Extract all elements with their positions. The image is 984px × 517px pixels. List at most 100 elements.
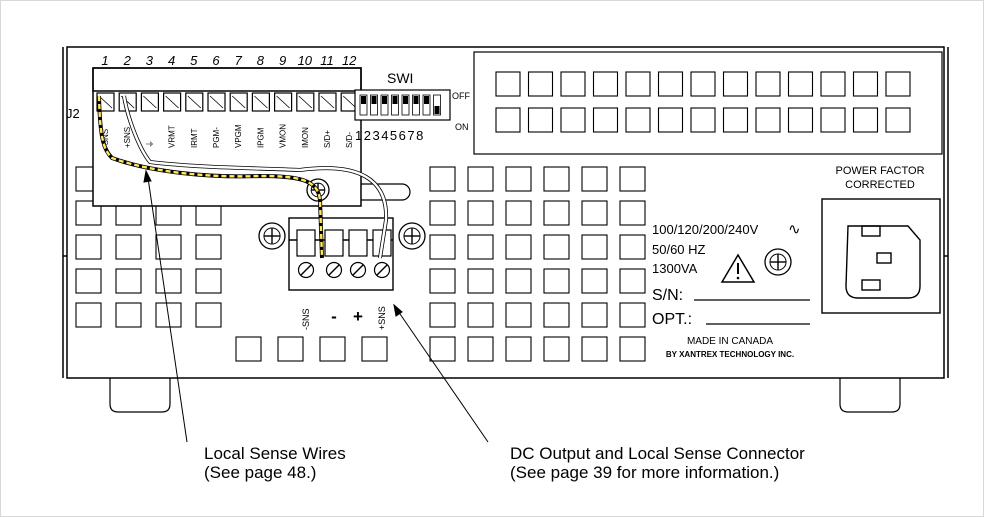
- j2-pin-screw: [98, 95, 113, 109]
- rating-frequency: 50/60 HZ: [652, 242, 706, 257]
- upper-vent-panel: [473, 51, 943, 155]
- j2-signal-label: VRMT: [168, 125, 177, 148]
- terminal-label: +: [353, 307, 363, 326]
- terminal-screw-slot: [328, 264, 340, 276]
- vent-hole: [852, 107, 879, 133]
- warning-triangle-icon: [720, 253, 756, 283]
- vent-hole: [195, 234, 222, 260]
- terminal-label: +SNS: [377, 306, 387, 330]
- terminal-screw-slot: [352, 264, 364, 276]
- vent-hole: [657, 71, 684, 97]
- j2-signal-label: S/D+: [323, 130, 332, 148]
- vent-hole: [722, 71, 749, 97]
- vent-hole: [115, 268, 142, 294]
- j2-pin-number: 3: [146, 53, 154, 68]
- dc-output-page-ref: (See page 39 for more information.): [510, 463, 780, 482]
- dip-lever[interactable]: [401, 94, 410, 116]
- vent-hole: [619, 336, 646, 362]
- vent-hole: [115, 302, 142, 328]
- dip-lever-knob: [361, 96, 366, 104]
- dip-lever[interactable]: [370, 94, 378, 116]
- upper-vent-grid: [495, 71, 911, 133]
- j2-signal-label: VMON: [279, 124, 288, 148]
- vent-hole: [581, 200, 608, 226]
- j2-signal-label: IMON: [301, 127, 310, 148]
- vent-hole: [560, 71, 586, 97]
- vent-hole: [319, 336, 346, 362]
- vent-hole: [505, 166, 532, 192]
- vent-hole: [690, 71, 716, 97]
- vent-hole: [820, 107, 846, 133]
- vent-hole: [467, 166, 494, 192]
- screw-head: [403, 227, 421, 245]
- vent-hole: [505, 200, 532, 226]
- vent-hole: [885, 107, 911, 133]
- vent-hole: [429, 268, 456, 294]
- dc-output-title: DC Output and Local Sense Connector: [510, 444, 805, 463]
- dip-switch[interactable]: [354, 89, 451, 121]
- vent-hole: [543, 234, 570, 260]
- dip-lever[interactable]: [412, 94, 420, 116]
- vent-hole: [581, 302, 608, 328]
- vent-hole: [467, 302, 494, 328]
- j2-pin-number: 7: [235, 53, 243, 68]
- vent-hole: [820, 71, 846, 97]
- vent-hole: [619, 200, 646, 226]
- switch-off-label: OFF: [452, 91, 470, 101]
- vent-hole: [429, 200, 456, 226]
- dip-lever[interactable]: [359, 94, 368, 116]
- vent-hole: [75, 234, 102, 260]
- vent-hole: [495, 107, 521, 133]
- vent-hole: [505, 268, 532, 294]
- vent-hole: [852, 71, 879, 97]
- dip-lever-knob: [371, 96, 377, 104]
- vent-hole: [619, 166, 646, 192]
- ac-power-inlet[interactable]: [821, 198, 941, 314]
- dip-lever-knob: [382, 96, 387, 104]
- j2-pin-screw: [209, 95, 224, 109]
- terminal-screw-slot: [300, 264, 312, 276]
- rating-power: 1300VA: [652, 261, 698, 276]
- vent-hole: [429, 166, 456, 192]
- j2-signal-label: S/D-: [345, 132, 354, 148]
- vent-hole: [505, 336, 532, 362]
- vent-hole: [690, 107, 716, 133]
- power-factor-line1: POWER FACTOR: [835, 165, 924, 177]
- vent-hole: [619, 268, 646, 294]
- j2-signal-label: +SNS: [123, 127, 132, 148]
- dip-lever-knob: [434, 106, 440, 114]
- j2-pin-number: 4: [168, 53, 175, 68]
- vent-hole: [625, 71, 651, 97]
- vent-hole: [755, 71, 781, 97]
- terminal-slot: [296, 229, 316, 257]
- dip-lever[interactable]: [391, 94, 399, 116]
- rear-panel: [62, 46, 949, 379]
- dip-lever[interactable]: [380, 94, 389, 116]
- vent-hole: [657, 107, 684, 133]
- vent-hole: [195, 302, 222, 328]
- j2-pin-screw: [298, 95, 313, 109]
- dip-lever[interactable]: [433, 94, 441, 116]
- terminal-label: -: [331, 307, 337, 326]
- rating-voltage: 100/120/200/240V: [652, 222, 759, 237]
- vent-hole: [543, 268, 570, 294]
- dip-lever-knob: [413, 96, 419, 104]
- vent-hole: [75, 268, 102, 294]
- j2-pin-screw: [187, 95, 202, 109]
- dc-output-terminal-block[interactable]: [288, 217, 394, 291]
- j2-signal-label: PGM-: [212, 127, 221, 148]
- vent-hole: [543, 200, 570, 226]
- terminal-slot: [348, 229, 368, 257]
- vent-hole: [155, 268, 182, 294]
- feet: [109, 378, 901, 413]
- dip-lever[interactable]: [422, 94, 431, 116]
- vent-hole: [115, 234, 142, 260]
- vent-hole: [277, 336, 304, 362]
- j2-label: J2: [66, 106, 80, 121]
- terminal-slot: [324, 229, 344, 257]
- j2-signal-label: ⏚: [145, 140, 154, 148]
- vent-hole: [581, 166, 608, 192]
- j2-pin-number: 9: [279, 53, 286, 68]
- j2-pin-number: 2: [123, 53, 132, 68]
